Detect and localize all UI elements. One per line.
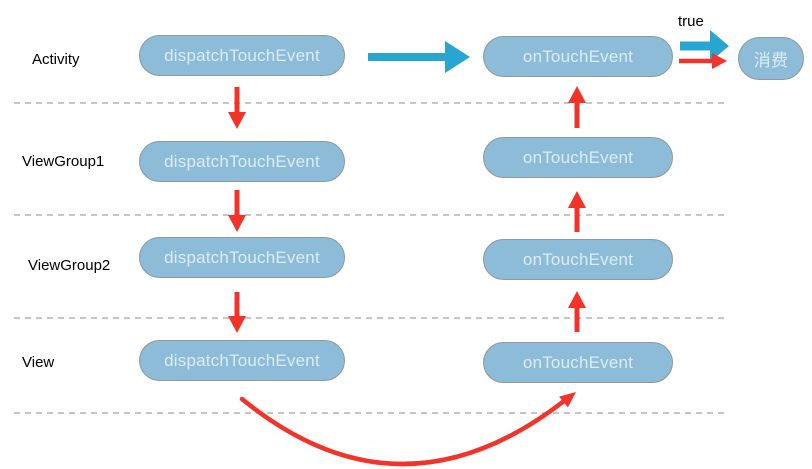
- arrow-red-ontouch-to-consume-icon: [679, 53, 727, 69]
- node-viewgroup1-ontouchevent: onTouchEvent: [483, 137, 673, 178]
- node-viewgroup2-dispatchtouchevent: dispatchTouchEvent: [139, 237, 345, 278]
- arrow-curved-view-dispatch-to-ontouch-icon: [239, 392, 576, 467]
- node-consume: 消费: [738, 37, 804, 80]
- node-view-ontouchevent: onTouchEvent: [483, 342, 673, 383]
- node-viewgroup2-ontouchevent: onTouchEvent: [483, 239, 673, 280]
- arrow-ontouch-view-to-viewgroup2-icon: [568, 291, 586, 332]
- row-label-viewgroup2: ViewGroup2: [28, 257, 111, 274]
- row-label-view: View: [22, 354, 55, 371]
- arrow-ontouch-viewgroup2-to-viewgroup1-icon: [568, 191, 586, 232]
- node-activity-ontouchevent: onTouchEvent: [483, 36, 673, 77]
- node-view-dispatchtouchevent: dispatchTouchEvent: [139, 340, 345, 381]
- arrow-ontouch-viewgroup1-to-activity-icon: [568, 86, 586, 128]
- true-label: true: [678, 13, 704, 30]
- arrow-dispatch-viewgroup1-to-viewgroup2-icon: [228, 190, 246, 232]
- node-viewgroup1-dispatchtouchevent: dispatchTouchEvent: [139, 141, 345, 182]
- arrow-dispatch-activity-to-viewgroup1-icon: [228, 87, 246, 129]
- row-label-viewgroup1: ViewGroup1: [22, 153, 105, 170]
- arrow-blue-true-to-consume-icon: [680, 30, 729, 62]
- node-activity-dispatchtouchevent: dispatchTouchEvent: [139, 35, 345, 76]
- row-label-activity: Activity: [32, 51, 80, 68]
- arrow-dispatch-viewgroup2-to-view-icon: [228, 292, 246, 333]
- arrow-blue-dispatch-to-ontouch-icon: [368, 41, 470, 73]
